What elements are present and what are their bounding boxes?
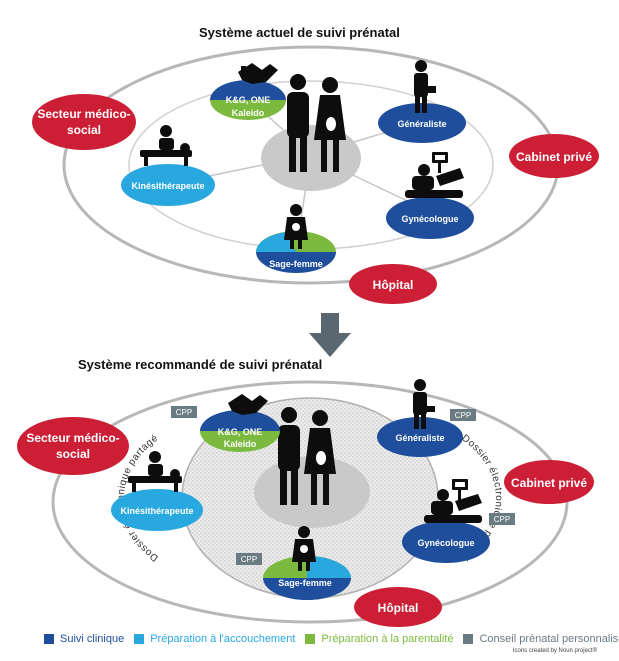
legend: Suivi clinique Préparation à l'accouchem… [44,631,619,647]
cpp-badge-sage-femme: CPP [236,553,262,565]
ultrasound-icon [424,479,482,523]
legend-swatch [305,634,316,644]
sage-femme-node-bottom[interactable]: Sage-femme [263,556,351,600]
cpp-badge-kg: CPP [171,406,197,418]
kinesitherapeute-node-bottom[interactable]: Kinésithérapeute [111,489,203,531]
doctor-icon [414,60,436,113]
kinesitherapeute-node-top[interactable]: Kinésithérapeute [121,164,215,206]
hopital-top[interactable]: Hôpital [349,264,437,304]
generaliste-node-top[interactable]: Généraliste [378,103,466,143]
midwife-icon [292,526,316,571]
legend-label: Préparation à l'accouchement [150,633,296,645]
kaleido-label: Kaleido [232,108,265,118]
title-top: Système actuel de suivi prénatal [199,25,400,40]
family-center-top [261,125,361,191]
gynecologue-label: Gynécologue [401,214,458,224]
legend-item-suivi-clinique: Suivi clinique [44,633,124,645]
family-icon [278,407,336,505]
legend-item-accouchement: Préparation à l'accouchement [134,633,295,645]
icon-credit: Icons created by Noun project® [512,648,597,654]
legend-label: Préparation à la parentalité [321,633,454,645]
sage-femme-node-top[interactable]: Sage-femme [256,231,336,273]
generaliste-node-bottom[interactable]: Généraliste [377,417,463,457]
kg-one-label: K&G, ONE [218,427,263,437]
hopital-label: Hôpital [378,601,419,615]
kinesitherapeute-label: Kinésithérapeute [131,181,204,191]
massage-table-icon [140,125,192,166]
legend-label: Conseil prénatal personnalisé [479,633,619,645]
hopital-bottom[interactable]: Hôpital [354,587,442,627]
kinesitherapeute-label: Kinésithérapeute [120,506,193,516]
kg-one-node-top[interactable]: K&G, ONE Kaleido [210,80,286,120]
legend-swatch [44,634,54,644]
midwife-icon [284,204,308,249]
legend-item-conseil: Conseil prénatal personnalisé [463,633,619,645]
kg-one-node-bottom[interactable]: K&G, ONE Kaleido [200,410,280,452]
svg-text:CPP: CPP [176,408,192,417]
svg-text:CPP: CPP [455,411,471,420]
secteur-medico-social-top[interactable]: Secteur médico- social [32,94,136,150]
handshake-icon [228,394,268,415]
sage-femme-label: Sage-femme [278,578,332,588]
kg-one-label: K&G, ONE [226,95,271,105]
cpp-badge-generaliste: CPP [450,409,476,421]
gynecologue-label: Gynécologue [417,538,474,548]
cabinet-label: Cabinet privé [511,476,587,490]
svg-text:CPP: CPP [494,515,510,524]
top-diagram: K&G, ONE Kaleido Généraliste Kinésithéra… [32,45,599,304]
doctor-icon [413,379,435,429]
sage-femme-label: Sage-femme [269,259,323,269]
legend-item-parentalite: Préparation à la parentalité [305,633,453,645]
gynecologue-node-top[interactable]: Gynécologue [386,197,474,239]
secteur-label-line2: social [56,447,90,461]
kaleido-label: Kaleido [224,439,257,449]
generaliste-label: Généraliste [395,433,444,443]
svg-text:CPP: CPP [241,555,257,564]
ultrasound-icon [405,152,464,198]
legend-swatch [463,634,474,644]
legend-swatch [134,634,145,644]
secteur-label-line2: social [67,123,101,137]
cabinet-label: Cabinet privé [516,150,592,164]
family-icon [287,74,346,172]
generaliste-label: Généraliste [397,119,446,129]
hopital-label: Hôpital [373,278,414,292]
cabinet-prive-bottom[interactable]: Cabinet privé [504,460,594,504]
title-bottom: Système recommandé de suivi prénatal [78,357,323,372]
secteur-label-line1: Secteur médico- [26,431,119,445]
cabinet-prive-top[interactable]: Cabinet privé [509,134,599,178]
handshake-icon [238,63,278,84]
cpp-badge-gynecologue: CPP [489,513,515,525]
massage-table-icon [128,451,182,492]
gynecologue-node-bottom[interactable]: Gynécologue [402,521,490,563]
legend-label: Suivi clinique [60,633,125,645]
secteur-medico-social-bottom[interactable]: Secteur médico- social [17,417,129,475]
arrow-down-icon [309,313,351,357]
secteur-label-line1: Secteur médico- [37,107,130,121]
bottom-diagram: Dossier électronique partagé Dossier éle… [17,379,594,627]
